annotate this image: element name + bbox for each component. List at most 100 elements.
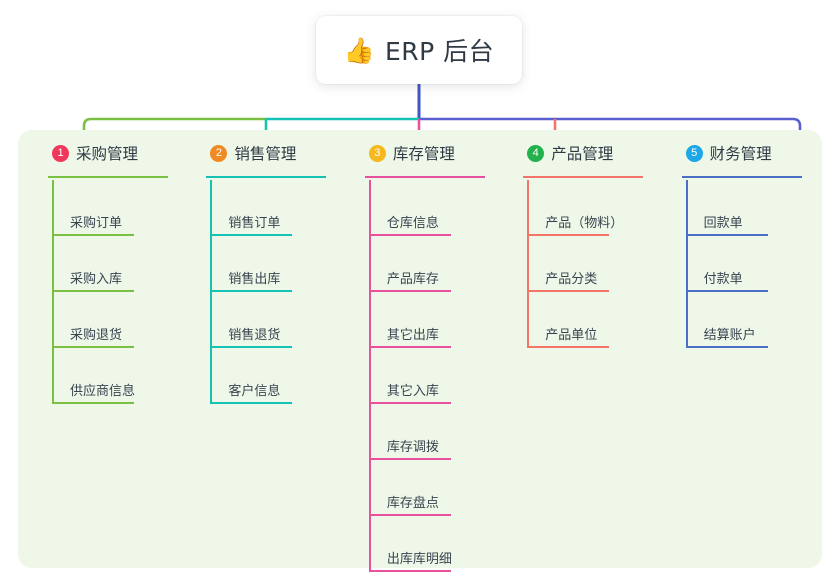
diagram-panel <box>18 130 822 568</box>
list-item-rule <box>685 346 768 348</box>
branch-spine-2 <box>210 180 213 404</box>
list-item[interactable]: 客户信息 <box>206 348 346 404</box>
branch-rule-1 <box>48 176 168 178</box>
list-item-label: 产品分类 <box>545 272 598 288</box>
branch-items-1: 采购订单采购入库采购退货供应商信息 <box>48 180 188 404</box>
list-item-rule <box>527 234 610 236</box>
list-item-label: 产品单位 <box>545 328 598 344</box>
branch-spine-5 <box>685 180 688 348</box>
branch-badge-5: 5 <box>685 144 703 162</box>
list-item[interactable]: 采购退货 <box>48 292 188 348</box>
list-item-label: 库存盘点 <box>386 496 439 512</box>
branch-column-5: 5 财务管理回款单付款单结算账户 <box>664 130 822 568</box>
list-item-label: 销售退货 <box>228 328 281 344</box>
list-item-label: 出库库明细 <box>386 552 452 568</box>
list-item-rule <box>210 290 293 292</box>
branch-header-1[interactable]: 1 采购管理 <box>48 130 188 176</box>
list-item-rule <box>52 346 134 348</box>
list-item[interactable]: 销售退货 <box>206 292 346 348</box>
branch-column-1: 1 采购管理采购订单采购入库采购退货供应商信息 <box>30 130 188 568</box>
branch-items-5: 回款单付款单结算账户 <box>682 180 822 348</box>
list-item[interactable]: 采购入库 <box>48 236 188 292</box>
list-item-rule <box>368 234 451 236</box>
list-item-rule <box>685 290 768 292</box>
list-item[interactable]: 产品单位 <box>523 292 663 348</box>
list-item-label: 其它入库 <box>386 384 439 400</box>
list-item-rule <box>52 290 134 292</box>
branch-title-5: 财务管理 <box>709 145 772 163</box>
branch-column-2: 2 销售管理销售订单销售出库销售退货客户信息 <box>188 130 346 568</box>
branch-items-4: 产品（物料） 产品分类产品单位 <box>523 180 663 348</box>
branch-title-3: 库存管理 <box>392 145 455 163</box>
branch-header-4[interactable]: 4 产品管理 <box>523 130 663 176</box>
list-item-rule <box>210 402 293 404</box>
list-item-label: 产品库存 <box>386 272 439 288</box>
branch-title-1: 采购管理 <box>76 145 139 163</box>
branch-rule-4 <box>523 176 644 178</box>
list-item[interactable]: 库存调拨 <box>365 404 505 460</box>
branch-badge-3: 3 <box>368 144 386 162</box>
branch-header-2[interactable]: 2 销售管理 <box>206 130 346 176</box>
branch-items-3: 仓库信息产品库存其它出库其它入库库存调拨库存盘点出库库明细 <box>365 180 505 572</box>
thumbs-up-icon: 👍 <box>343 35 375 65</box>
branch-badge-4: 4 <box>527 144 545 162</box>
list-item-rule <box>368 514 451 516</box>
list-item-rule <box>210 234 293 236</box>
branch-column-3: 3 库存管理仓库信息产品库存其它出库其它入库库存调拨库存盘点出库库明细 <box>347 130 505 572</box>
list-item-label: 其它出库 <box>386 328 439 344</box>
branch-spine-1 <box>52 180 54 404</box>
list-item-rule <box>368 402 451 404</box>
list-item[interactable]: 供应商信息 <box>48 348 188 404</box>
list-item-label: 销售订单 <box>228 216 281 232</box>
list-item-rule <box>52 234 134 236</box>
list-item-rule <box>368 570 451 572</box>
branch-spine-4 <box>527 180 530 348</box>
list-item[interactable]: 出库库明细 <box>365 516 505 572</box>
list-item-rule <box>685 234 768 236</box>
list-item[interactable]: 回款单 <box>682 180 822 236</box>
branch-spine-3 <box>368 180 371 572</box>
list-item-label: 付款单 <box>703 272 743 288</box>
list-item-rule <box>527 346 610 348</box>
list-item[interactable]: 产品库存 <box>365 236 505 292</box>
list-item-label: 回款单 <box>703 216 743 232</box>
list-item[interactable]: 销售出库 <box>206 236 346 292</box>
list-item-label: 采购退货 <box>70 328 123 344</box>
branch-title-2: 销售管理 <box>234 145 297 163</box>
branch-column-4: 4 产品管理产品（物料） 产品分类产品单位 <box>505 130 663 568</box>
branch-columns: 1 采购管理采购订单采购入库采购退货供应商信息 2 销售管理销售订单销售出库销售退货客… <box>18 130 822 572</box>
branch-badge-2: 2 <box>210 144 228 162</box>
branch-header-5[interactable]: 5 财务管理 <box>682 130 822 176</box>
list-item[interactable]: 库存盘点 <box>365 460 505 516</box>
list-item[interactable]: 其它入库 <box>365 348 505 404</box>
branch-header-3[interactable]: 3 库存管理 <box>365 130 505 176</box>
branch-rule-5 <box>681 176 802 178</box>
list-item-rule <box>368 346 451 348</box>
list-item[interactable]: 仓库信息 <box>365 180 505 236</box>
list-item[interactable]: 销售订单 <box>206 180 346 236</box>
root-node-title: ERP 后台 <box>384 37 495 66</box>
list-item-rule <box>52 402 134 404</box>
list-item[interactable]: 结算账户 <box>682 292 822 348</box>
list-item[interactable]: 产品分类 <box>523 236 663 292</box>
list-item-rule <box>368 290 451 292</box>
list-item[interactable]: 产品（物料） <box>523 180 663 236</box>
branch-badge-1: 1 <box>52 144 69 162</box>
list-item-label: 采购入库 <box>70 272 123 288</box>
branch-items-2: 销售订单销售出库销售退货客户信息 <box>206 180 346 404</box>
branch-rule-2 <box>206 176 327 178</box>
list-item[interactable]: 付款单 <box>682 236 822 292</box>
root-node-card[interactable]: 👍 ERP 后台 <box>316 16 522 84</box>
list-item-label: 供应商信息 <box>70 384 136 400</box>
list-item-label: 产品（物料） <box>545 216 624 232</box>
branch-title-4: 产品管理 <box>551 145 614 163</box>
branch-rule-3 <box>364 176 485 178</box>
list-item-label: 采购订单 <box>70 216 123 232</box>
list-item-rule <box>368 458 451 460</box>
list-item-rule <box>210 346 293 348</box>
list-item[interactable]: 其它出库 <box>365 292 505 348</box>
list-item-label: 销售出库 <box>228 272 281 288</box>
list-item[interactable]: 采购订单 <box>48 180 188 236</box>
list-item-label: 库存调拨 <box>386 440 439 456</box>
list-item-rule <box>527 290 610 292</box>
